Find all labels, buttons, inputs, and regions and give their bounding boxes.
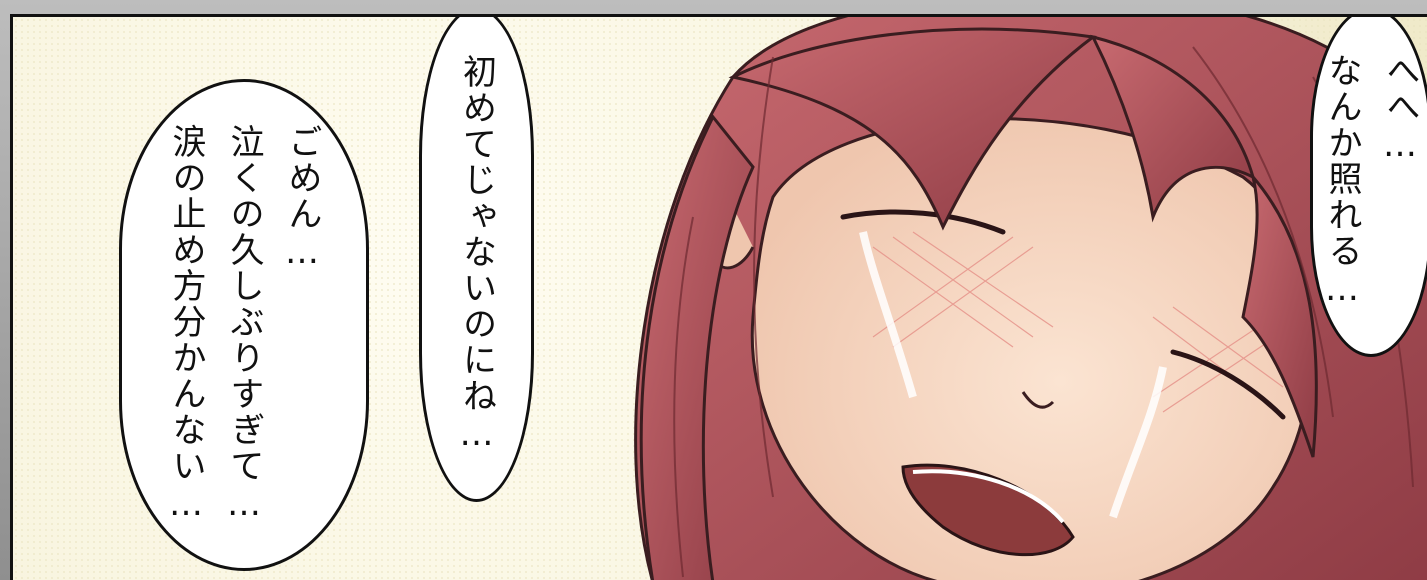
tear-right bbox=[1109, 366, 1167, 519]
hair-side-left bbox=[639, 114, 755, 580]
speech-bubble-middle-text: 初めてじゃないのにね… bbox=[448, 54, 506, 456]
nose bbox=[1021, 391, 1055, 409]
speech-bubble-right: へへ… なんか照れる… bbox=[1310, 17, 1427, 357]
left-line-1: ごめん… bbox=[282, 124, 322, 274]
right-eye bbox=[1170, 349, 1286, 420]
left-line-3: 涙の止め方分かんない… bbox=[166, 124, 206, 526]
hair-bangs bbox=[728, 27, 1097, 231]
mouth bbox=[901, 463, 1075, 557]
speech-bubble-left-text: ごめん… 泣くの久しぶりすぎて… 涙の止め方分かんない… bbox=[157, 124, 331, 526]
tear-left bbox=[859, 231, 917, 399]
speech-bubble-right-text: へへ… なんか照れる… bbox=[1313, 53, 1427, 311]
right-line-2: なんか照れる… bbox=[1322, 53, 1362, 311]
speech-bubble-left: ごめん… 泣くの久しぶりすぎて… 涙の止め方分かんない… bbox=[119, 79, 369, 571]
left-eye bbox=[840, 209, 1006, 235]
middle-line-1: 初めてじゃないのにね… bbox=[456, 53, 497, 456]
speech-bubble-middle: 初めてじゃないのにね… bbox=[419, 17, 534, 502]
crying-girl-illustration bbox=[634, 17, 1427, 580]
left-line-2: 泣くの久しぶりすぎて… bbox=[224, 124, 264, 526]
right-line-1: へへ… bbox=[1380, 53, 1420, 167]
face bbox=[750, 117, 1313, 580]
comic-panel: ごめん… 泣くの久しぶりすぎて… 涙の止め方分かんない… 初めてじゃないのにね…… bbox=[10, 14, 1427, 580]
